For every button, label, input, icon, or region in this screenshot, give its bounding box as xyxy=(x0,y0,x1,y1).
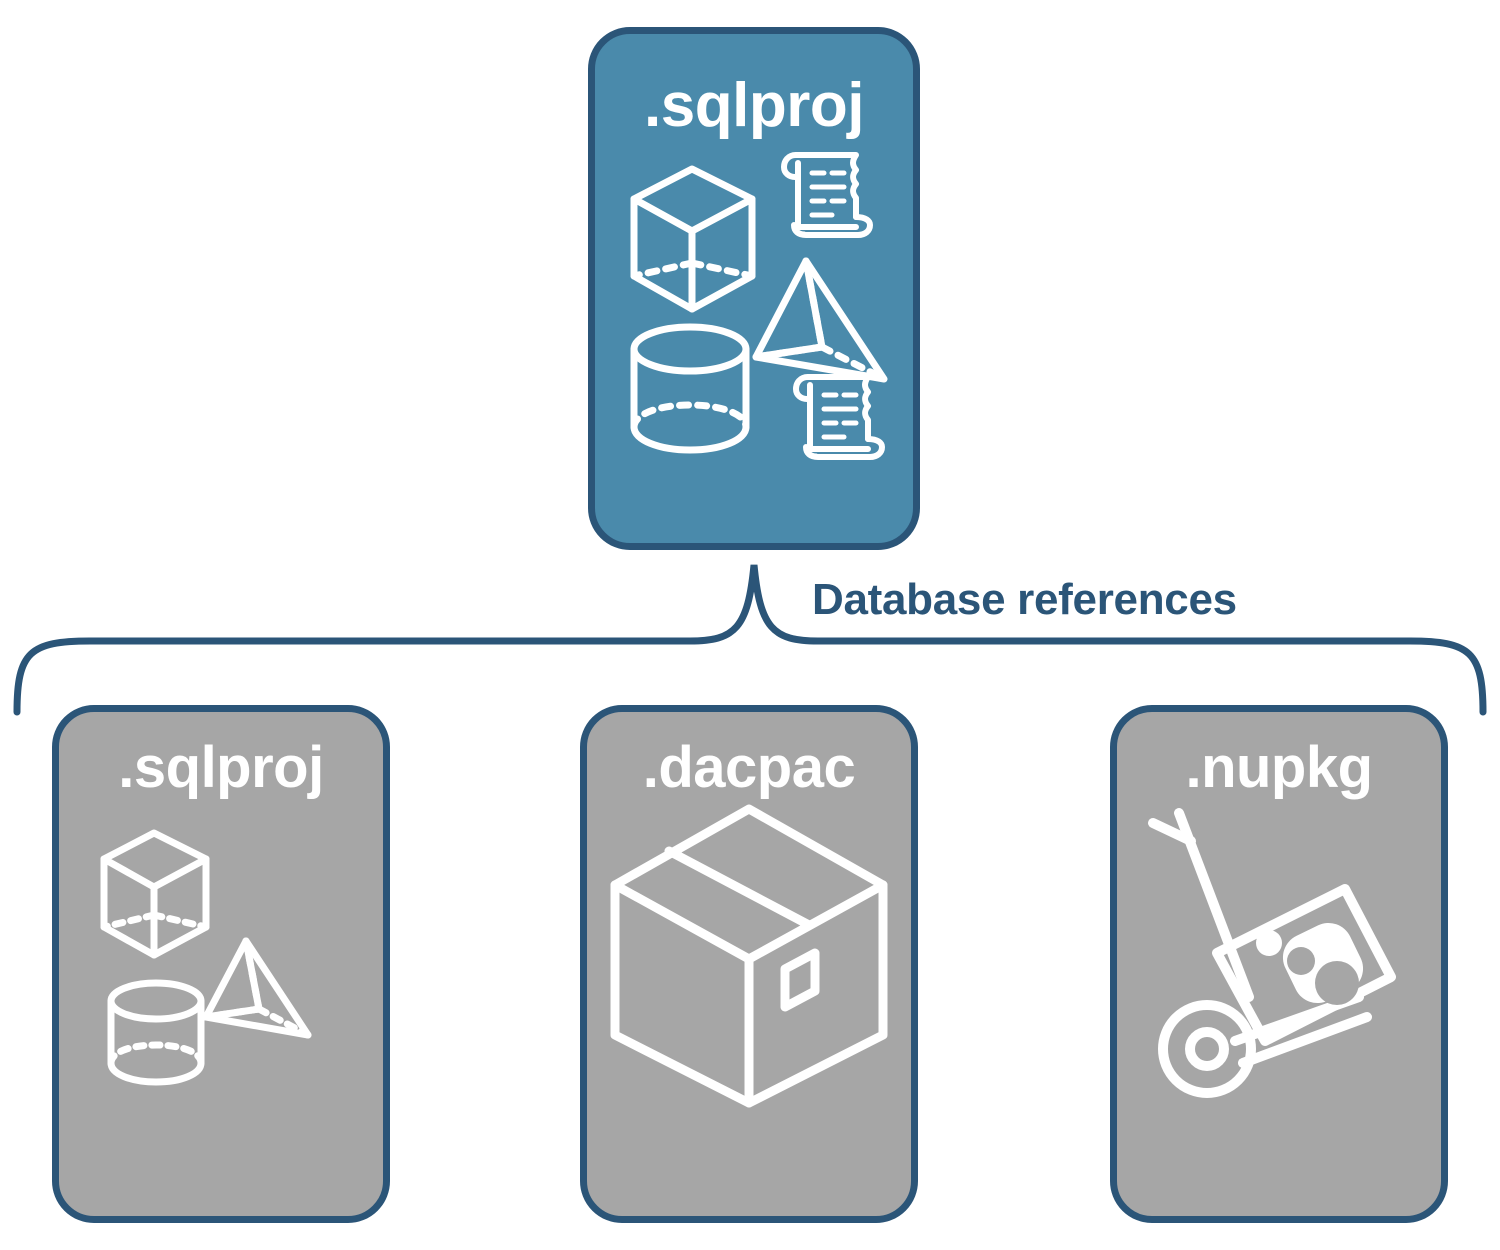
reference-node-artwork xyxy=(587,801,911,1216)
shipping-box-icon xyxy=(610,804,888,1108)
pyramid-wireframe-icon xyxy=(202,937,312,1039)
primary-node-sqlproj[interactable]: .sqlproj xyxy=(588,27,920,550)
nupkg-icon-group xyxy=(1148,808,1396,1098)
reference-node-title: .sqlproj xyxy=(118,735,324,800)
dacpac-icon-group xyxy=(610,804,888,1108)
reference-node-artwork xyxy=(59,801,383,1216)
reference-node-artwork xyxy=(1117,801,1441,1216)
primary-node-artwork xyxy=(595,141,913,543)
cube-wireframe-icon xyxy=(100,829,210,959)
reference-node-nupkg[interactable]: .nupkg xyxy=(1110,705,1448,1223)
hand-truck-package-icon xyxy=(1148,808,1396,1098)
cylinder-wireframe-icon xyxy=(107,979,205,1086)
reference-node-title: .dacpac xyxy=(642,735,856,800)
reference-node-sqlproj[interactable]: .sqlproj xyxy=(52,705,390,1223)
scroll-script-icon xyxy=(793,374,885,460)
reference-node-dacpac[interactable]: .dacpac xyxy=(580,705,918,1223)
primary-node-icon-group xyxy=(630,152,888,460)
scroll-script-icon xyxy=(781,152,873,238)
primary-node-title: .sqlproj xyxy=(644,71,864,140)
sqlproj-icon-group xyxy=(100,829,312,1086)
cylinder-wireframe-icon xyxy=(630,323,750,454)
pyramid-wireframe-icon xyxy=(752,257,888,383)
connector-label: Database references xyxy=(812,575,1237,624)
cube-wireframe-icon xyxy=(630,165,756,313)
bracket-path xyxy=(13,564,1487,716)
reference-node-title: .nupkg xyxy=(1185,735,1373,800)
nuget-logo-holes xyxy=(1287,947,1359,1005)
